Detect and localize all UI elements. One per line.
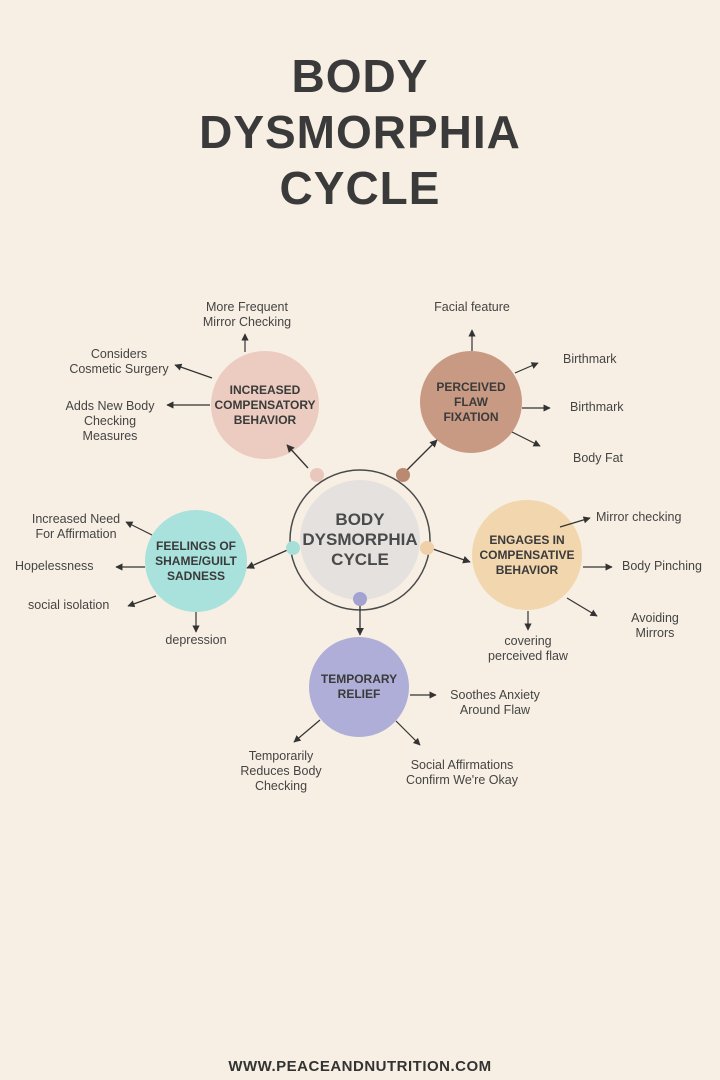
arrow (125, 521, 153, 536)
node-label-line: FLAW (453, 394, 488, 409)
engages-effect-label: Avoiding Mirrors (631, 611, 679, 640)
node-label-line: BEHAVIOR (233, 412, 297, 427)
feelings-effect-label: Hopelessness (15, 559, 94, 573)
engages-effect-label: covering perceived flaw (488, 634, 568, 663)
arrow (395, 720, 421, 746)
arrow (566, 597, 598, 617)
title-line: CYCLE (279, 162, 441, 214)
engages-effect-label: Mirror checking (596, 510, 682, 524)
center-node (300, 480, 420, 600)
center-label-line: DYSMORPHIA (302, 530, 418, 549)
center-label-line: CYCLE (331, 550, 389, 569)
node-engages (472, 500, 582, 610)
arrow (511, 431, 541, 447)
node-label-line: RELIEF (337, 687, 381, 701)
page-title: BODY DYSMORPHIA CYCLE (0, 48, 720, 216)
increased-effect-label: Considers Cosmetic Surgery (69, 347, 169, 376)
arrow (174, 363, 213, 379)
title-line: BODY (291, 50, 429, 102)
connector-line (286, 444, 309, 469)
node-label-line: BEHAVIOR (495, 562, 559, 577)
ring-dot (353, 592, 367, 606)
engages-effect-label: Body Pinching (622, 559, 702, 573)
ring-dot (420, 541, 434, 555)
node-label-line: PERCEIVED (436, 379, 506, 394)
arrow (514, 362, 539, 374)
node-label-line: COMPENSATIVE (479, 547, 575, 562)
connector-line (402, 439, 438, 475)
center-label-line: BODY (335, 510, 385, 529)
feelings-effect-label: Increased Need For Affirmation (31, 512, 121, 541)
node-label-line: FEELINGS OF (155, 538, 236, 553)
perceived-effect-label: Birthmark (570, 400, 624, 414)
node-label-line: TEMPORARY (320, 672, 398, 686)
increased-effect-label: More Frequent Mirror Checking (202, 300, 292, 329)
relief-effect-label: Soothes Anxiety Around Flaw (450, 688, 540, 717)
perceived-effect-label: Birthmark (563, 352, 617, 366)
connector-line (429, 547, 471, 564)
feelings-effect-label: social isolation (28, 598, 110, 612)
connector-line (246, 547, 293, 569)
node-feelings (145, 510, 247, 612)
node-increased (211, 351, 319, 459)
relief-effect-label: Temporarily Reduces Body Checking (240, 749, 322, 793)
ring-dot (396, 468, 410, 482)
perceived-effect-label: Body Fat (573, 451, 624, 465)
node-relief (309, 637, 409, 737)
node-label-line: ENGAGES IN (489, 532, 565, 547)
perceived-effect-label: Facial feature (434, 300, 510, 314)
increased-effect-label: Adds New Body Checking Measures (65, 399, 155, 443)
ring-dot (286, 541, 300, 555)
node-label-line: INCREASED (229, 382, 301, 397)
node-perceived (420, 351, 522, 453)
relief-effect-label: Social Affirmations Confirm We're Okay (406, 758, 518, 787)
ring-dot (310, 468, 324, 482)
arrow (559, 516, 591, 528)
node-label-line: COMPENSATORY (214, 397, 316, 412)
node-label-line: FIXATION (443, 409, 499, 424)
title-line: DYSMORPHIA (199, 106, 521, 158)
footer-url: WWW.PEACEANDNUTRITION.COM (228, 1058, 492, 1075)
node-label-line: SHAME/GUILT (155, 553, 237, 568)
feelings-effect-label: depression (165, 633, 227, 647)
node-label-line: SADNESS (166, 568, 225, 583)
arrow (127, 595, 157, 608)
arrow (293, 719, 321, 743)
